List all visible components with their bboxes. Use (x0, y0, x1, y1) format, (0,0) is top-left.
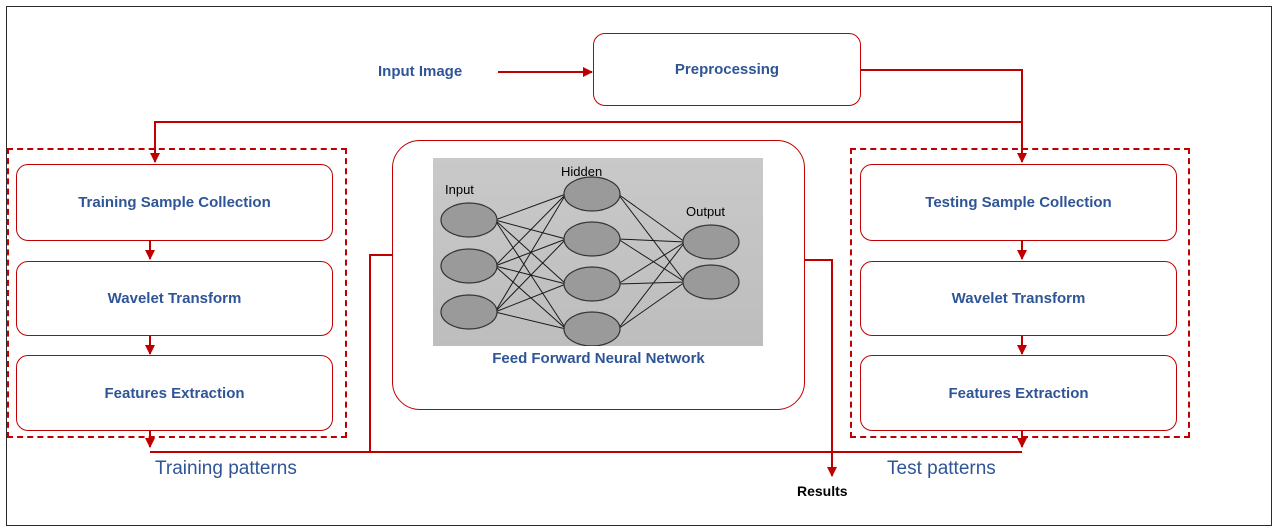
testing-step-features: Features Extraction (860, 355, 1177, 431)
network-edge (617, 241, 686, 330)
hidden-node (563, 221, 621, 257)
neural-network-graph: Input Hidden Output (440, 164, 740, 347)
network-edge (494, 193, 567, 267)
training-step-collection: Training Sample Collection (16, 164, 333, 241)
layer-label-hidden: Hidden (561, 164, 602, 179)
network-edge (617, 281, 686, 330)
testing-step-collection: Testing Sample Collection (860, 164, 1177, 241)
test-patterns-label: Test patterns (887, 458, 996, 479)
training-patterns-label: Training patterns (155, 458, 297, 479)
network-edge (617, 193, 686, 243)
input-node (440, 248, 498, 284)
arrow-preprocessing-to-testing (860, 69, 1027, 163)
results-label: Results (797, 483, 848, 499)
hidden-node (563, 266, 621, 302)
neural-network-figure: Input Hidden Output (433, 158, 763, 347)
preprocessing-box: Preprocessing (593, 33, 861, 106)
input-node (440, 294, 498, 330)
network-edge (494, 193, 567, 313)
testing-group (850, 148, 1190, 438)
input-node (440, 202, 498, 238)
network-edge (494, 193, 567, 221)
network-edge (617, 238, 686, 283)
network-edge (494, 238, 567, 313)
network-edge (617, 238, 686, 243)
testing-step-wavelet: Wavelet Transform (860, 261, 1177, 336)
training-step-wavelet: Wavelet Transform (16, 261, 333, 336)
input-image-label: Input Image (378, 63, 463, 80)
layer-label-input: Input (445, 182, 474, 197)
output-node (682, 264, 740, 300)
network-nodes (440, 176, 740, 347)
network-edge (617, 241, 686, 285)
hidden-node (563, 311, 621, 347)
training-step-features: Features Extraction (16, 355, 333, 431)
diagram-frame (6, 6, 1272, 526)
training-group (7, 148, 347, 438)
neural-network-caption: Feed Forward Neural Network (492, 350, 705, 367)
network-edge (617, 281, 686, 285)
layer-label-output: Output (686, 204, 725, 219)
network-edge (494, 311, 567, 330)
output-node (682, 224, 740, 260)
network-edge (617, 193, 686, 283)
network-edge (494, 283, 567, 313)
network-edges (494, 193, 686, 330)
hidden-node (563, 176, 621, 212)
arrow-preprocessing-to-training (150, 121, 1022, 163)
